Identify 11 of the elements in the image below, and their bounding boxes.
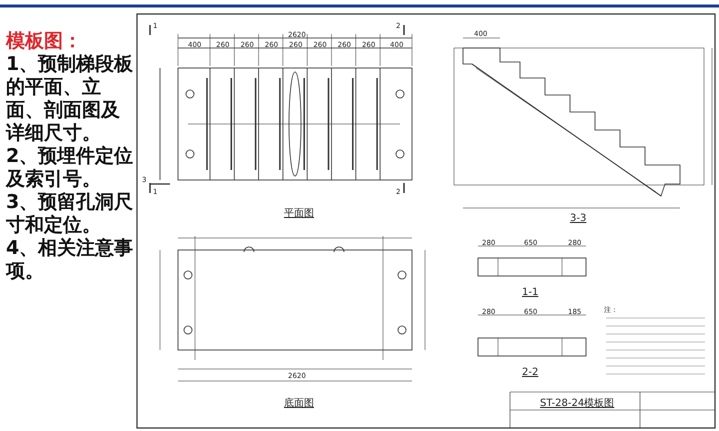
view-title: 平面图	[284, 208, 314, 220]
list-item: 4、相关注意事项。	[6, 237, 134, 283]
view-title: 3-3	[570, 213, 586, 225]
list-item: 1、预制梯段板的平面、立面、剖面图及详细尺寸。	[6, 53, 134, 145]
drawing-title: ST-28-24模板图	[540, 398, 614, 410]
view-title: 2-2	[522, 367, 538, 379]
list-item: 3、预留孔洞尺寸和定位。	[6, 191, 134, 237]
view-title: 1-1	[522, 287, 538, 299]
slide-heading: 模板图：	[6, 30, 83, 53]
view-title: 底面图	[284, 398, 314, 410]
list-item: 2、预埋件定位及索引号。	[6, 145, 134, 191]
